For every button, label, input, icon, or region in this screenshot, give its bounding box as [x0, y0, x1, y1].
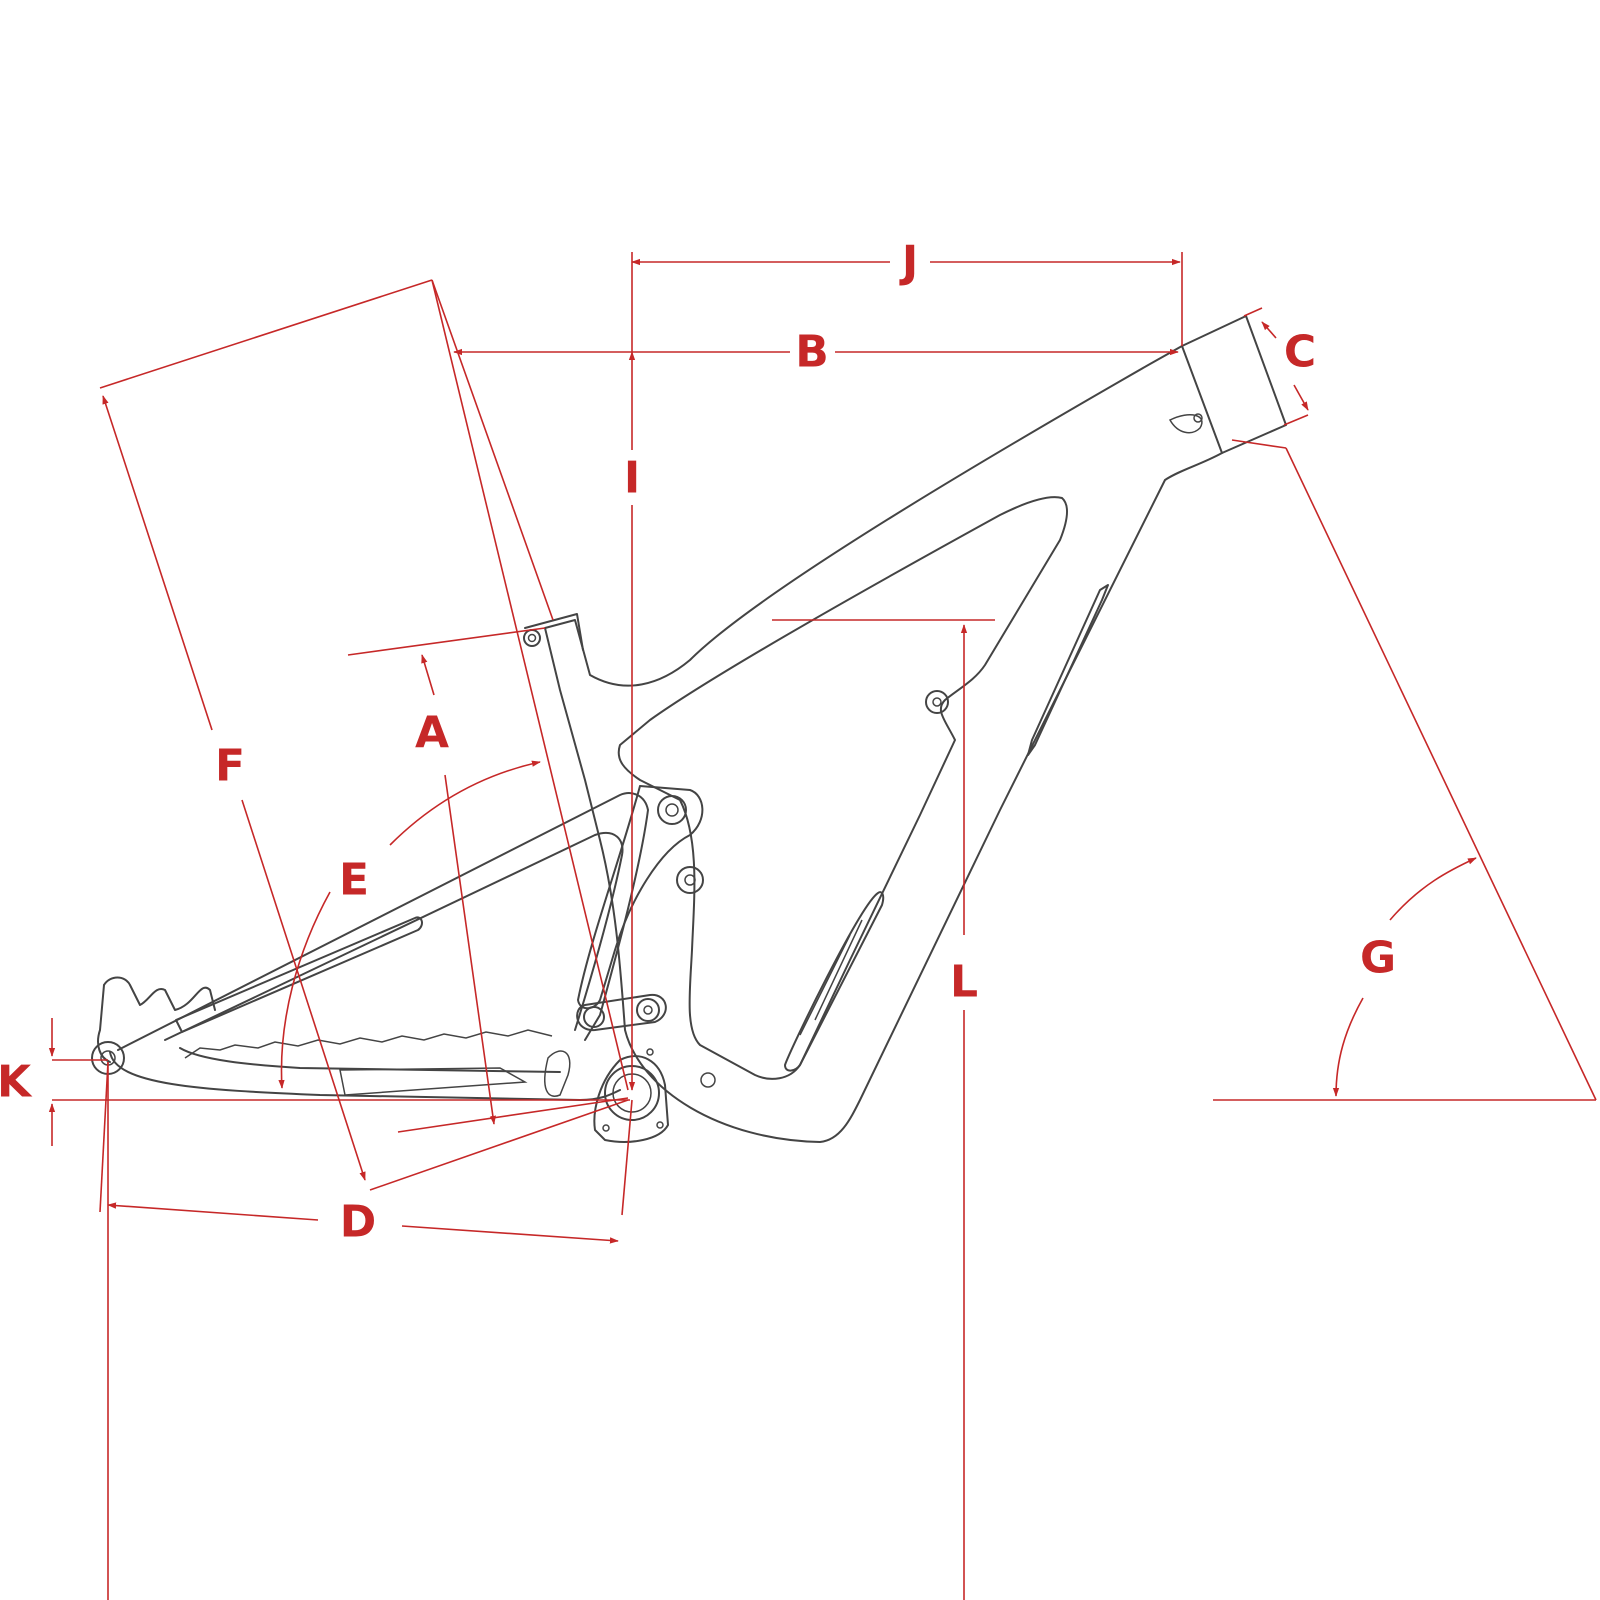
rocker-pivot-upper [657, 795, 687, 825]
seat-collar-bolt [523, 629, 541, 647]
seat-stay-inner [164, 832, 624, 1041]
head-tube [1181, 315, 1287, 454]
chain-stay [109, 1051, 621, 1101]
dim-line-c-ext1 [1243, 307, 1263, 317]
dim-arc-g-upper [1389, 857, 1477, 921]
label-a: A [415, 708, 449, 759]
dim-line-d [107, 1202, 319, 1221]
front-triangle-window [617, 496, 1068, 1080]
label-d: D [340, 1197, 377, 1248]
label-j: J [899, 237, 918, 288]
dim-line-a [421, 654, 435, 696]
chainstay-protector [184, 1029, 553, 1059]
chain-stay-inner [179, 1047, 561, 1073]
cable-port [1168, 413, 1203, 434]
label-b: B [795, 327, 829, 378]
label-g: G [1360, 933, 1396, 984]
dim-arc-g-lower [1332, 997, 1364, 1097]
label-e: E [339, 855, 369, 906]
rocker-link [577, 785, 704, 1010]
dim-line-c [1261, 321, 1277, 339]
dim-arc-e-upper [389, 760, 541, 846]
bb-shell [593, 1055, 669, 1143]
downtube-guard-lower [784, 891, 885, 1072]
seat-stay-guard [175, 916, 423, 1033]
label-k: K [0, 1057, 33, 1108]
dim-line-f [102, 395, 213, 731]
dim-arc-e-lower [278, 891, 331, 1089]
label-c: C [1284, 327, 1316, 378]
bottle-boss [925, 690, 949, 714]
downtube-guard-upper [1027, 584, 1109, 756]
rocker-pivot-lower [676, 866, 704, 894]
bike-frame-drawing [91, 315, 1287, 1143]
label-f: F [215, 741, 245, 792]
dimension-labels: J B C I F A E G L K D H [0, 237, 1396, 1248]
lower-link [576, 993, 667, 1032]
label-i: I [624, 453, 640, 504]
rear-dropout [103, 976, 216, 1011]
label-l: L [950, 957, 978, 1008]
front-triangle-outer [544, 345, 1223, 1143]
dimension-lines [48, 252, 1597, 1600]
seat-collar [524, 613, 584, 651]
